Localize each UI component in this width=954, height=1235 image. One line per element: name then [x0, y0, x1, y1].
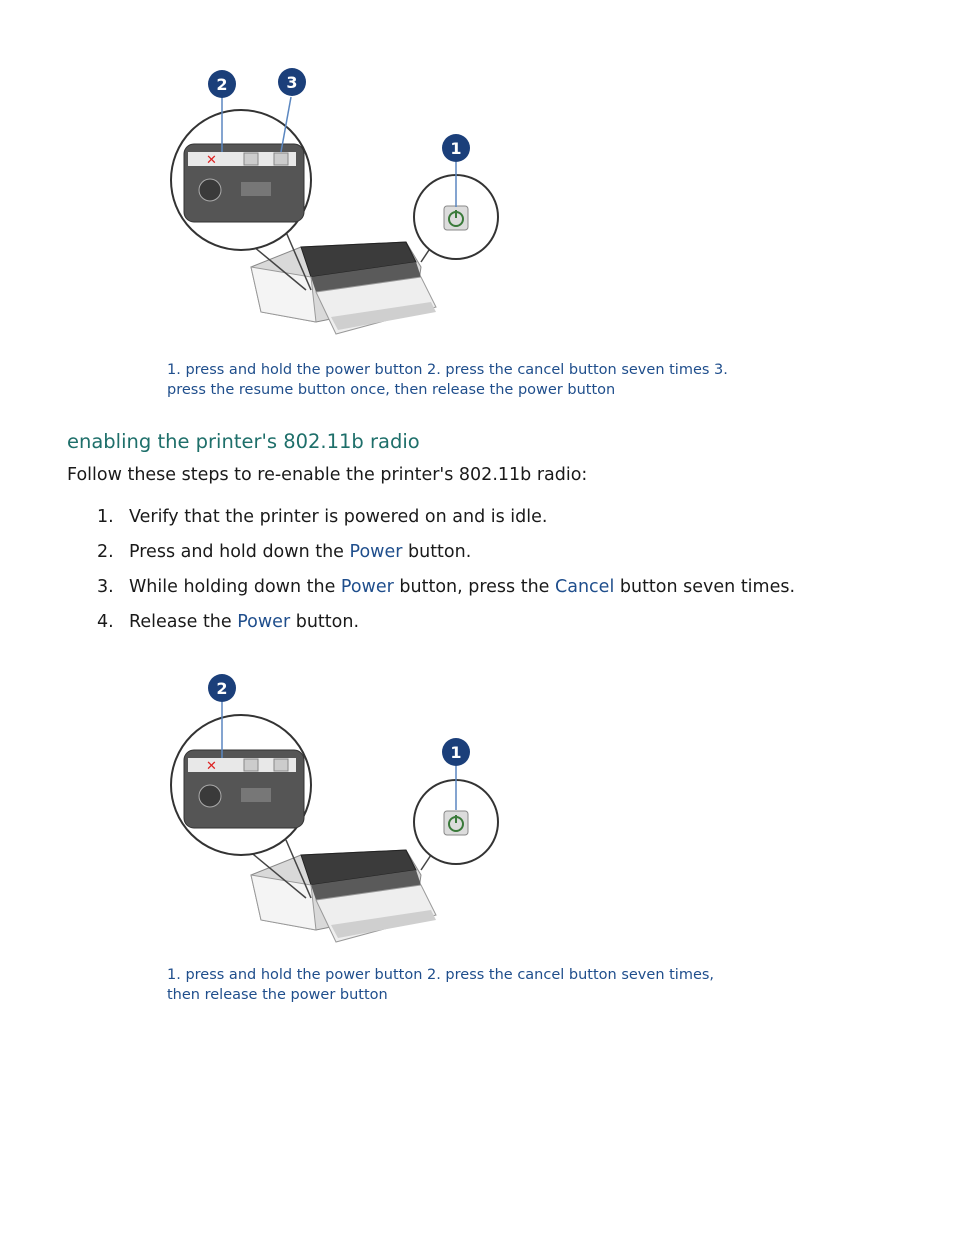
svg-text:1: 1 — [450, 139, 461, 158]
step-1: 1. Verify that the printer is powered on… — [67, 505, 795, 540]
figure2-caption: 1. press and hold the power button 2. pr… — [167, 965, 807, 1005]
step-text: button seven times. — [614, 577, 796, 597]
control-panel-magnifier: ✕ — [170, 109, 312, 291]
power-keyword: Power — [340, 577, 394, 597]
cancel-keyword: Cancel — [555, 577, 615, 597]
printer-body — [250, 241, 437, 335]
printer-illustration-2: ✕ 2 1 — [170, 674, 499, 943]
printer-body — [250, 849, 437, 943]
step-text: button. — [402, 542, 472, 562]
callout-1: 1 — [442, 134, 470, 207]
step-text: button. — [290, 612, 360, 632]
control-panel-magnifier: ✕ — [170, 714, 312, 899]
printer-illustration-1: ✕ 2 3 1 — [170, 68, 499, 335]
step-4: 4. Release the Power button. — [67, 610, 795, 645]
step-text: Release the — [129, 612, 238, 632]
callout-2: 2 — [208, 674, 236, 758]
svg-text:✕: ✕ — [206, 759, 217, 774]
callout-1: 1 — [442, 738, 470, 810]
step-text: While holding down the — [129, 577, 341, 597]
step-number: 4. — [97, 612, 114, 632]
power-keyword: Power — [349, 542, 403, 562]
section-intro: Follow these steps to re-enable the prin… — [67, 465, 588, 485]
svg-text:3: 3 — [286, 73, 297, 92]
figure1-caption-line2: press the resume button once, then relea… — [167, 382, 616, 398]
svg-text:2: 2 — [216, 679, 227, 698]
svg-text:1: 1 — [450, 743, 461, 762]
step-3: 3. While holding down the Power button, … — [67, 575, 795, 610]
figure2-caption-line2: then release the power button — [167, 987, 388, 1003]
power-keyword: Power — [237, 612, 291, 632]
figure1-caption-line1: 1. press and hold the power button 2. pr… — [167, 362, 728, 378]
figure2-caption-line1: 1. press and hold the power button 2. pr… — [167, 967, 715, 983]
step-number: 1. — [97, 507, 114, 527]
power-button-magnifier — [413, 174, 499, 263]
figure1-caption: 1. press and hold the power button 2. pr… — [167, 360, 807, 400]
step-text: button, press the — [393, 577, 556, 597]
step-2: 2. Press and hold down the Power button. — [67, 540, 795, 575]
step-number: 2. — [97, 542, 114, 562]
svg-text:✕: ✕ — [206, 153, 217, 168]
step-text: Press and hold down the — [129, 542, 350, 562]
svg-text:2: 2 — [216, 75, 227, 94]
callout-3: 3 — [278, 68, 306, 153]
steps-list: 1. Verify that the printer is powered on… — [67, 505, 795, 645]
step-number: 3. — [97, 577, 114, 597]
callout-2: 2 — [208, 70, 236, 152]
step-text: Verify that the printer is powered on an… — [129, 507, 548, 527]
section-heading: enabling the printer's 802.11b radio — [67, 430, 420, 453]
